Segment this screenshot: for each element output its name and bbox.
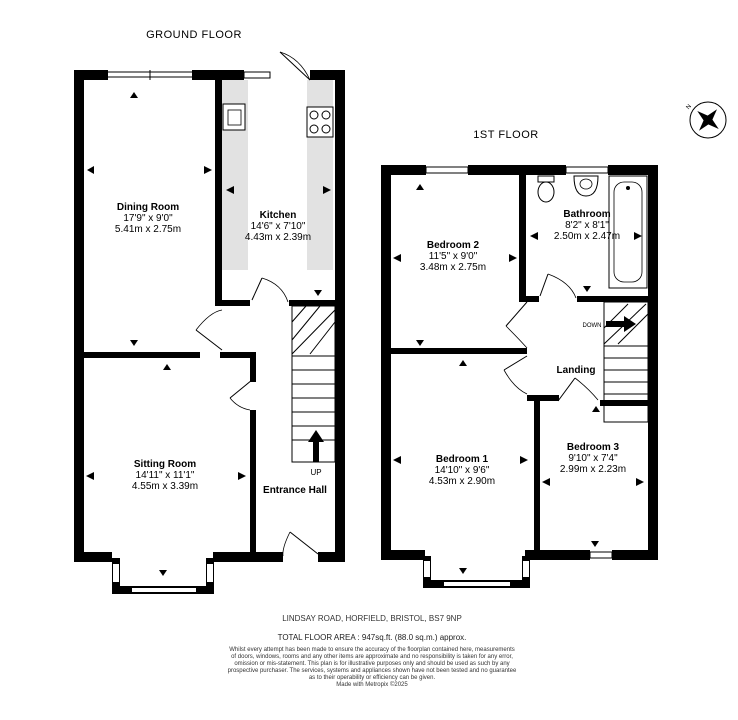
room-name-hall: Entrance Hall xyxy=(263,485,327,496)
room-name-sitting: Sitting Room xyxy=(134,459,196,470)
made-with-metropix: Made with Metropix ©2025 xyxy=(336,681,408,688)
wall xyxy=(213,552,283,562)
room-dim-metric-bathroom: 2.50m x 2.47m xyxy=(554,231,620,242)
room-name-kitchen: Kitchen xyxy=(260,210,297,221)
wall xyxy=(74,70,84,562)
first-floor-label: 1ST FLOOR xyxy=(473,129,538,141)
wall xyxy=(335,70,345,562)
room-name-bathroom: Bathroom xyxy=(563,209,610,220)
bath-icon xyxy=(608,175,648,289)
dimension-arrows-first xyxy=(393,184,644,574)
room-name-bedroom1: Bedroom 1 xyxy=(436,454,489,465)
toilet-icon xyxy=(537,175,555,203)
ground-floor: UP Dining Room 17'9" x 9'0" xyxy=(74,51,345,594)
disclaimer-line: Whilst every attempt has been made to en… xyxy=(229,647,515,653)
room-dim-metric-sitting: 4.55m x 3.39m xyxy=(132,481,198,492)
wall xyxy=(318,552,345,562)
wall xyxy=(192,70,244,80)
compass-icon: N xyxy=(686,101,727,139)
room-dim-imperial-sitting: 14'11" x 11'1" xyxy=(136,470,195,481)
up-arrow-icon xyxy=(313,440,319,462)
total-floor-area: TOTAL FLOOR AREA : 947sq.ft. (88.0 sq.m.… xyxy=(278,633,467,642)
room-dim-metric-kitchen: 4.43m x 2.39m xyxy=(245,232,311,243)
wall xyxy=(74,552,112,562)
down-arrow-icon xyxy=(606,321,626,327)
room-dim-metric-bedroom2: 3.48m x 2.75m xyxy=(420,262,486,273)
room-dim-metric-dining: 5.41m x 2.75m xyxy=(115,224,181,235)
stairs-down-label: DOWN xyxy=(583,323,602,329)
disclaimer-line: of doors, windows, rooms and any other i… xyxy=(231,654,513,660)
room-dim-imperial-bedroom2: 11'5" x 9'0" xyxy=(429,251,478,262)
hob-icon xyxy=(306,106,334,138)
first-floor: DOWN Bedroom 2 11'5" x 9'0" 3.48m x 2.75… xyxy=(381,165,658,588)
sink-icon xyxy=(222,103,246,131)
stairs-first xyxy=(603,301,649,423)
dimension-arrows-ground xyxy=(86,92,331,576)
ground-floor-label: GROUND FLOOR xyxy=(146,29,242,41)
room-dim-imperial-dining: 17'9" x 9'0" xyxy=(123,213,173,224)
disclaimer-line: prospective purchaser. The services, sys… xyxy=(228,668,517,674)
room-dim-imperial-bedroom3: 9'10" x 7'4" xyxy=(568,453,618,464)
address: LINDSAY ROAD, HORFIELD, BRISTOL, BS7 9NP xyxy=(282,614,462,623)
disclaimer-line: omission or mis-statement. This plan is … xyxy=(234,661,509,667)
stairs-up-label: UP xyxy=(310,468,321,477)
compass-north-label: N xyxy=(686,104,693,111)
room-name-dining: Dining Room xyxy=(117,202,179,213)
room-dim-imperial-kitchen: 14'6" x 7'10" xyxy=(251,221,306,232)
room-name-bedroom2: Bedroom 2 xyxy=(427,240,480,251)
room-dim-metric-bedroom1: 4.53m x 2.90m xyxy=(429,476,495,487)
wall xyxy=(74,70,108,80)
room-dim-metric-bedroom3: 2.99m x 2.23m xyxy=(560,464,626,475)
room-name-bedroom3: Bedroom 3 xyxy=(567,442,620,453)
disclaimer-line: as to their operability or efficiency ca… xyxy=(309,675,436,681)
basin-icon xyxy=(573,175,599,197)
stairs-ground xyxy=(291,305,336,463)
wall xyxy=(310,70,345,80)
room-name-landing: Landing xyxy=(557,365,596,376)
room-dim-imperial-bedroom1: 14'10" x 9'6" xyxy=(435,465,490,476)
up-arrowhead-icon xyxy=(308,430,324,442)
down-arrowhead-icon xyxy=(624,316,636,332)
room-dim-imperial-bathroom: 8'2" x 8'1" xyxy=(565,220,609,231)
